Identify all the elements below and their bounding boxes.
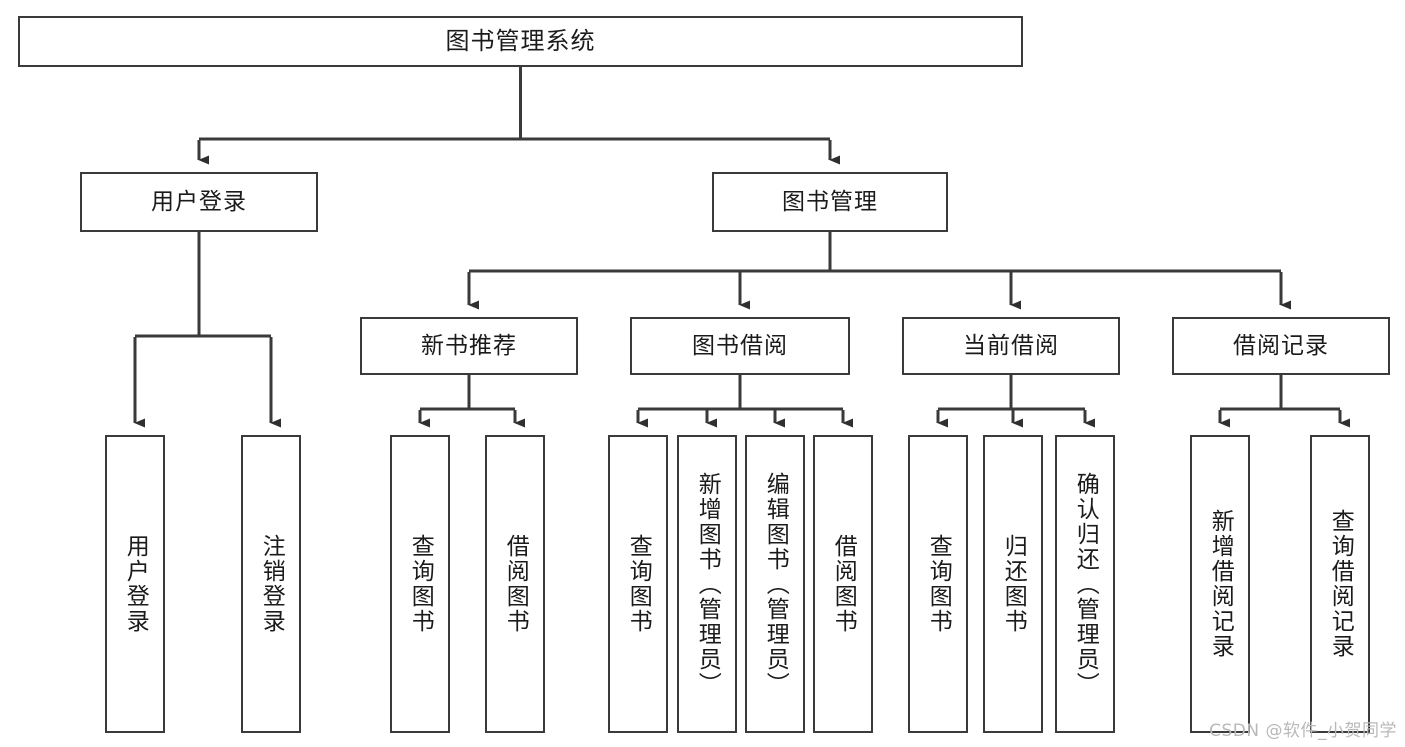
node-root-label: 图书管理系统 xyxy=(445,26,596,55)
node-leaf-query-book-3-label: 查询图书 xyxy=(925,534,952,634)
node-leaf-borrow-book-1[interactable]: 借阅图书 xyxy=(485,435,545,733)
node-leaf-borrow-book-2[interactable]: 借阅图书 xyxy=(813,435,873,733)
node-leaf-add-book[interactable]: 新增图书（管理员） xyxy=(677,435,737,733)
node-current-borrow[interactable]: 当前借阅 xyxy=(902,317,1120,375)
node-book-borrow[interactable]: 图书借阅 xyxy=(630,317,850,375)
node-leaf-confirm-return[interactable]: 确认归还（管理员） xyxy=(1055,435,1115,733)
node-leaf-query-book-1-label: 查询图书 xyxy=(407,534,434,634)
node-leaf-query-book-2[interactable]: 查询图书 xyxy=(608,435,668,733)
node-new-book-recommend[interactable]: 新书推荐 xyxy=(360,317,578,375)
node-leaf-add-record[interactable]: 新增借阅记录 xyxy=(1190,435,1250,733)
node-user-login-label: 用户登录 xyxy=(151,188,247,215)
node-leaf-add-record-label: 新增借阅记录 xyxy=(1207,509,1234,659)
node-book-manage[interactable]: 图书管理 xyxy=(712,172,948,232)
node-new-book-recommend-label: 新书推荐 xyxy=(421,332,517,359)
node-leaf-user-login[interactable]: 用户登录 xyxy=(105,435,165,733)
node-leaf-edit-book[interactable]: 编辑图书（管理员） xyxy=(745,435,805,733)
node-leaf-borrow-book-1-label: 借阅图书 xyxy=(502,534,529,634)
node-leaf-confirm-return-label: 确认归还（管理员） xyxy=(1072,471,1099,697)
node-borrow-record-label: 借阅记录 xyxy=(1233,332,1329,359)
node-leaf-query-book-1[interactable]: 查询图书 xyxy=(390,435,450,733)
node-current-borrow-label: 当前借阅 xyxy=(963,332,1059,359)
node-leaf-return-book-label: 归还图书 xyxy=(1000,534,1027,634)
node-leaf-logout[interactable]: 注销登录 xyxy=(241,435,301,733)
node-leaf-return-book[interactable]: 归还图书 xyxy=(983,435,1043,733)
node-leaf-user-login-label: 用户登录 xyxy=(122,534,149,634)
node-user-login[interactable]: 用户登录 xyxy=(80,172,318,232)
node-book-borrow-label: 图书借阅 xyxy=(692,332,788,359)
node-leaf-query-book-2-label: 查询图书 xyxy=(625,534,652,634)
node-leaf-edit-book-label: 编辑图书（管理员） xyxy=(762,471,789,697)
node-book-manage-label: 图书管理 xyxy=(782,188,878,215)
node-leaf-logout-label: 注销登录 xyxy=(258,534,285,634)
node-leaf-query-record[interactable]: 查询借阅记录 xyxy=(1310,435,1370,733)
node-leaf-query-record-label: 查询借阅记录 xyxy=(1327,509,1354,659)
node-leaf-add-book-label: 新增图书（管理员） xyxy=(694,471,721,697)
node-leaf-query-book-3[interactable]: 查询图书 xyxy=(908,435,968,733)
node-root[interactable]: 图书管理系统 xyxy=(18,16,1023,67)
node-borrow-record[interactable]: 借阅记录 xyxy=(1172,317,1390,375)
watermark: CSDN @软件_小贺同学 xyxy=(1209,721,1397,741)
node-leaf-borrow-book-2-label: 借阅图书 xyxy=(830,534,857,634)
